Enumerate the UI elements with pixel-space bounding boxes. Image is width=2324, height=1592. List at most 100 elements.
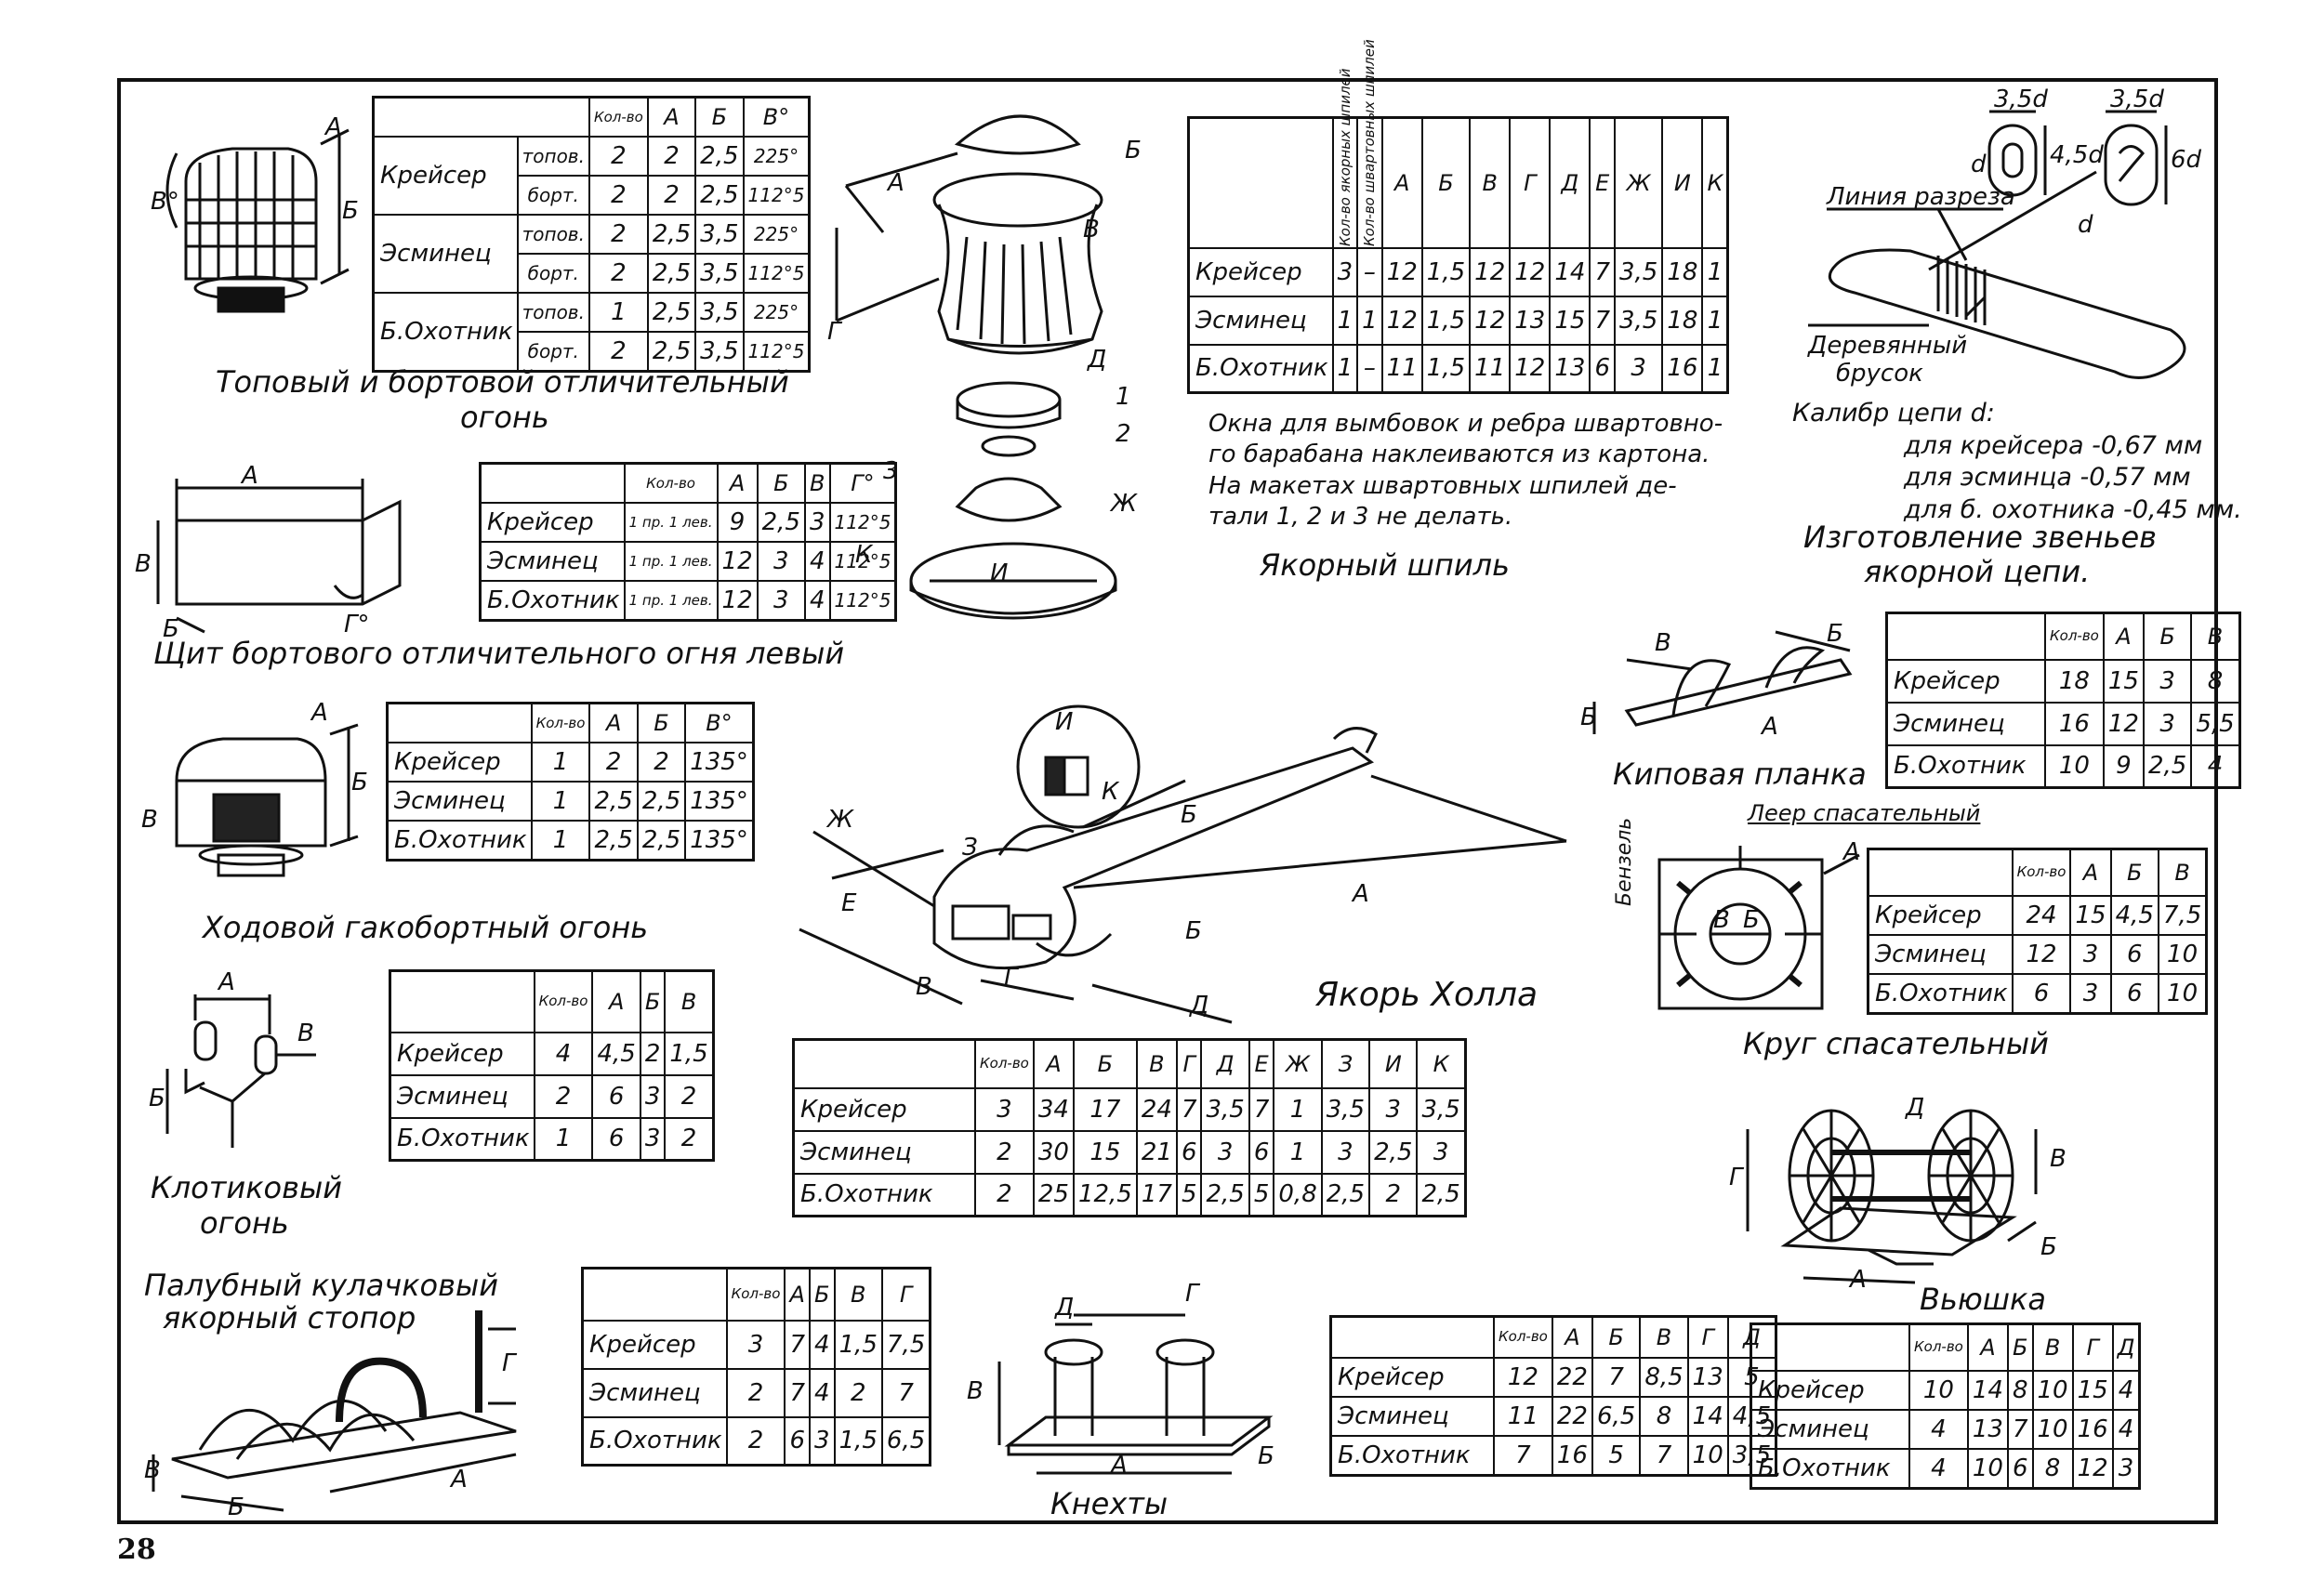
vyushka-dim-v: В bbox=[2050, 1145, 2067, 1173]
topovy-cell: 3,5 bbox=[694, 214, 745, 255]
krug-label-benzel: Бензель bbox=[1613, 817, 1636, 906]
stopor-dim-v: В bbox=[144, 1456, 161, 1484]
topovy-caption-2: огонь bbox=[460, 400, 549, 435]
yakor-cell: 2 bbox=[974, 1172, 1035, 1217]
shpil-h: Д bbox=[1549, 116, 1591, 249]
kipovaya-cell: 3 bbox=[2142, 658, 2193, 704]
shchit-figure: А В Б Г° bbox=[135, 462, 437, 643]
yakor-cell: 6 bbox=[1248, 1129, 1275, 1175]
klotik-cell: 2 bbox=[639, 1031, 667, 1076]
klotik-row-name: Б.Охотник bbox=[389, 1116, 535, 1162]
kipovaya-caption: Киповая планка bbox=[1613, 757, 1867, 792]
shpil-row-name: Эсминец bbox=[1187, 295, 1334, 346]
topovy-cell: 225° bbox=[742, 136, 811, 177]
klotik-dim-v: В bbox=[297, 1020, 314, 1047]
topovy-row-name: Б.Охотник bbox=[372, 292, 519, 373]
shpil-cell: 1,5 bbox=[1420, 246, 1472, 297]
knekhty-cell: 13 bbox=[1686, 1356, 1729, 1398]
knekhty-cell: 5 bbox=[1591, 1434, 1642, 1476]
khodovoy-table: Кол-во А Б В° Крейсер 1 2 2 135° Эсминец… bbox=[386, 702, 755, 862]
knekhty-row-name: Б.Охотник bbox=[1329, 1434, 1495, 1476]
shchit-h-g: Г° bbox=[828, 462, 897, 504]
yakor-h: К bbox=[1416, 1038, 1467, 1089]
krug-dim-a: А bbox=[1842, 838, 1860, 866]
stopor-cell: 7 bbox=[784, 1367, 811, 1418]
vyushka-dim-a: А bbox=[1848, 1266, 1867, 1294]
khodovoy-cell: 135° bbox=[684, 742, 755, 783]
khodovoy-cell: 1 bbox=[530, 781, 591, 822]
shchit-cell: 112°5 bbox=[828, 502, 897, 543]
shchit-cnt: 1 пр. 1 лев. bbox=[623, 502, 719, 543]
shchit-row-name: Крейсер bbox=[479, 502, 626, 543]
yakor-cell: 0,8 bbox=[1273, 1172, 1323, 1217]
shpil-cell: 3 bbox=[1613, 343, 1664, 394]
khodovoy-cell: 2,5 bbox=[636, 781, 687, 822]
shpil-cell: 16 bbox=[1661, 343, 1704, 394]
vyushka-dim-d: Д bbox=[1905, 1094, 1924, 1122]
tsep-title-2: якорной цепи. bbox=[1864, 554, 2091, 589]
tsep-caliber-label: для б. охотника bbox=[1904, 494, 2116, 524]
vyushka-cell: 16 bbox=[2071, 1408, 2114, 1450]
shpil-note-line: го барабана наклеиваются из картона. bbox=[1208, 441, 1710, 469]
stopor-cell: 6,5 bbox=[880, 1415, 931, 1467]
yakor-dim-v: В bbox=[916, 973, 932, 1001]
topovy-h-count: Кол-во bbox=[588, 96, 649, 138]
kipovaya-dim-b2: Б bbox=[1580, 704, 1597, 731]
yakor-cell: 5 bbox=[1248, 1172, 1275, 1217]
klotik-cell: 2 bbox=[533, 1073, 594, 1119]
kipovaya-cell: 16 bbox=[2044, 701, 2105, 746]
shpil-cell: 13 bbox=[1509, 295, 1552, 346]
yakor-h: И bbox=[1368, 1038, 1419, 1089]
tsep-title-1: Изготовление звеньев bbox=[1803, 520, 2158, 555]
yakor-cell: 7 bbox=[1175, 1086, 1203, 1132]
knekhty-h: А bbox=[1551, 1315, 1593, 1359]
tsep-dim-45d: 4,5d bbox=[2050, 141, 2104, 169]
knekhty-h-count: Кол-во bbox=[1493, 1315, 1553, 1359]
stopor-cell: 4 bbox=[809, 1367, 836, 1418]
yakor-cell: 12,5 bbox=[1072, 1172, 1138, 1217]
kipovaya-cell: 15 bbox=[2102, 658, 2145, 704]
knekhty-cell: 12 bbox=[1493, 1356, 1553, 1398]
topovy-row-type: топов. bbox=[516, 214, 590, 255]
vyushka-cell: 4 bbox=[2111, 1369, 2141, 1411]
stopor-cell: 2 bbox=[725, 1367, 786, 1418]
yakor-h: А bbox=[1032, 1038, 1075, 1089]
klotik-h-b: Б bbox=[639, 969, 667, 1033]
tsep-caliber-value: -0,45 мм. bbox=[2122, 494, 2242, 524]
kipovaya-row-name: Б.Охотник bbox=[1885, 743, 2046, 789]
topovy-row-name: Эсминец bbox=[372, 214, 519, 294]
knekhty-caption: Кнехты bbox=[1050, 1486, 1169, 1521]
klotik-caption-2: огонь bbox=[200, 1205, 289, 1241]
vyushka-h: Б bbox=[2006, 1322, 2034, 1372]
knekhty-cell: 7 bbox=[1591, 1356, 1642, 1398]
yakor-cell: 1 bbox=[1273, 1129, 1323, 1175]
vyushka-dim-b: Б bbox=[2040, 1233, 2057, 1261]
klotik-caption-1: Клотиковый bbox=[151, 1170, 343, 1205]
shpil-h: Ж bbox=[1613, 116, 1664, 249]
yakor-cell: 21 bbox=[1135, 1129, 1178, 1175]
topovy-cell: 2,5 bbox=[694, 175, 745, 216]
shpil-cell: – bbox=[1356, 343, 1383, 394]
shpil-cell: – bbox=[1356, 246, 1383, 297]
khodovoy-cell: 135° bbox=[684, 781, 755, 822]
knekhty-cell: 14 bbox=[1686, 1395, 1729, 1437]
shchit-cell: 112°5 bbox=[828, 541, 897, 582]
kipovaya-h: Б bbox=[2142, 612, 2193, 661]
shchit-dim-b: Б bbox=[163, 615, 179, 643]
shpil-dim-b: Б bbox=[1125, 137, 1142, 164]
vyushka-h: В bbox=[2031, 1322, 2074, 1372]
yakor-cell: 7 bbox=[1248, 1086, 1275, 1132]
shchit-cell: 4 bbox=[804, 580, 831, 622]
vyushka-caption: Вьюшка bbox=[1920, 1282, 2046, 1317]
topovy-cell: 3,5 bbox=[694, 331, 745, 373]
shpil-cell: 12 bbox=[1509, 343, 1552, 394]
shchit-cell: 3 bbox=[756, 541, 806, 582]
yakor-cell: 3,5 bbox=[1200, 1086, 1250, 1132]
topovy-cell: 2,5 bbox=[646, 331, 697, 373]
khodovoy-cell: 135° bbox=[684, 820, 755, 862]
krug-cell: 10 bbox=[2157, 933, 2208, 975]
vyushka-cell: 13 bbox=[1966, 1408, 2009, 1450]
krug-row-name: Эсминец bbox=[1867, 933, 2014, 975]
vyushka-cell: 4 bbox=[1908, 1408, 1969, 1450]
knekhty-h: Г bbox=[1686, 1315, 1729, 1359]
